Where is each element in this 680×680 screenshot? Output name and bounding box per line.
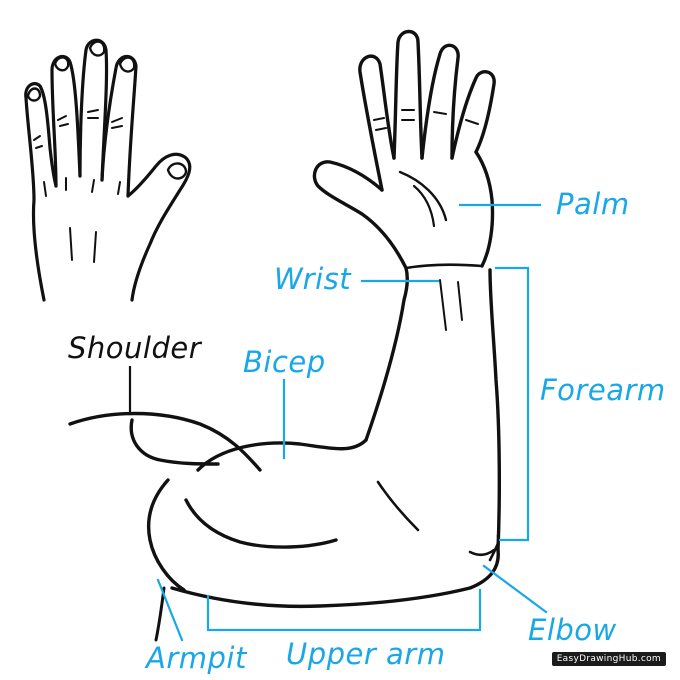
elbow-pointer-line (484, 566, 546, 612)
label-palm: Palm (556, 190, 630, 219)
label-wrist: Wrist (274, 265, 351, 294)
watermark-badge: EasyDrawingHub.com (552, 652, 666, 666)
label-upper-arm: Upper arm (286, 640, 445, 669)
label-shoulder: Shoulder (68, 334, 201, 363)
label-elbow: Elbow (528, 616, 617, 645)
label-armpit: Armpit (146, 644, 247, 673)
back-of-hand-drawing (26, 40, 190, 300)
label-pointers (158, 205, 546, 640)
label-forearm: Forearm (540, 376, 666, 405)
label-bicep: Bicep (243, 348, 326, 377)
